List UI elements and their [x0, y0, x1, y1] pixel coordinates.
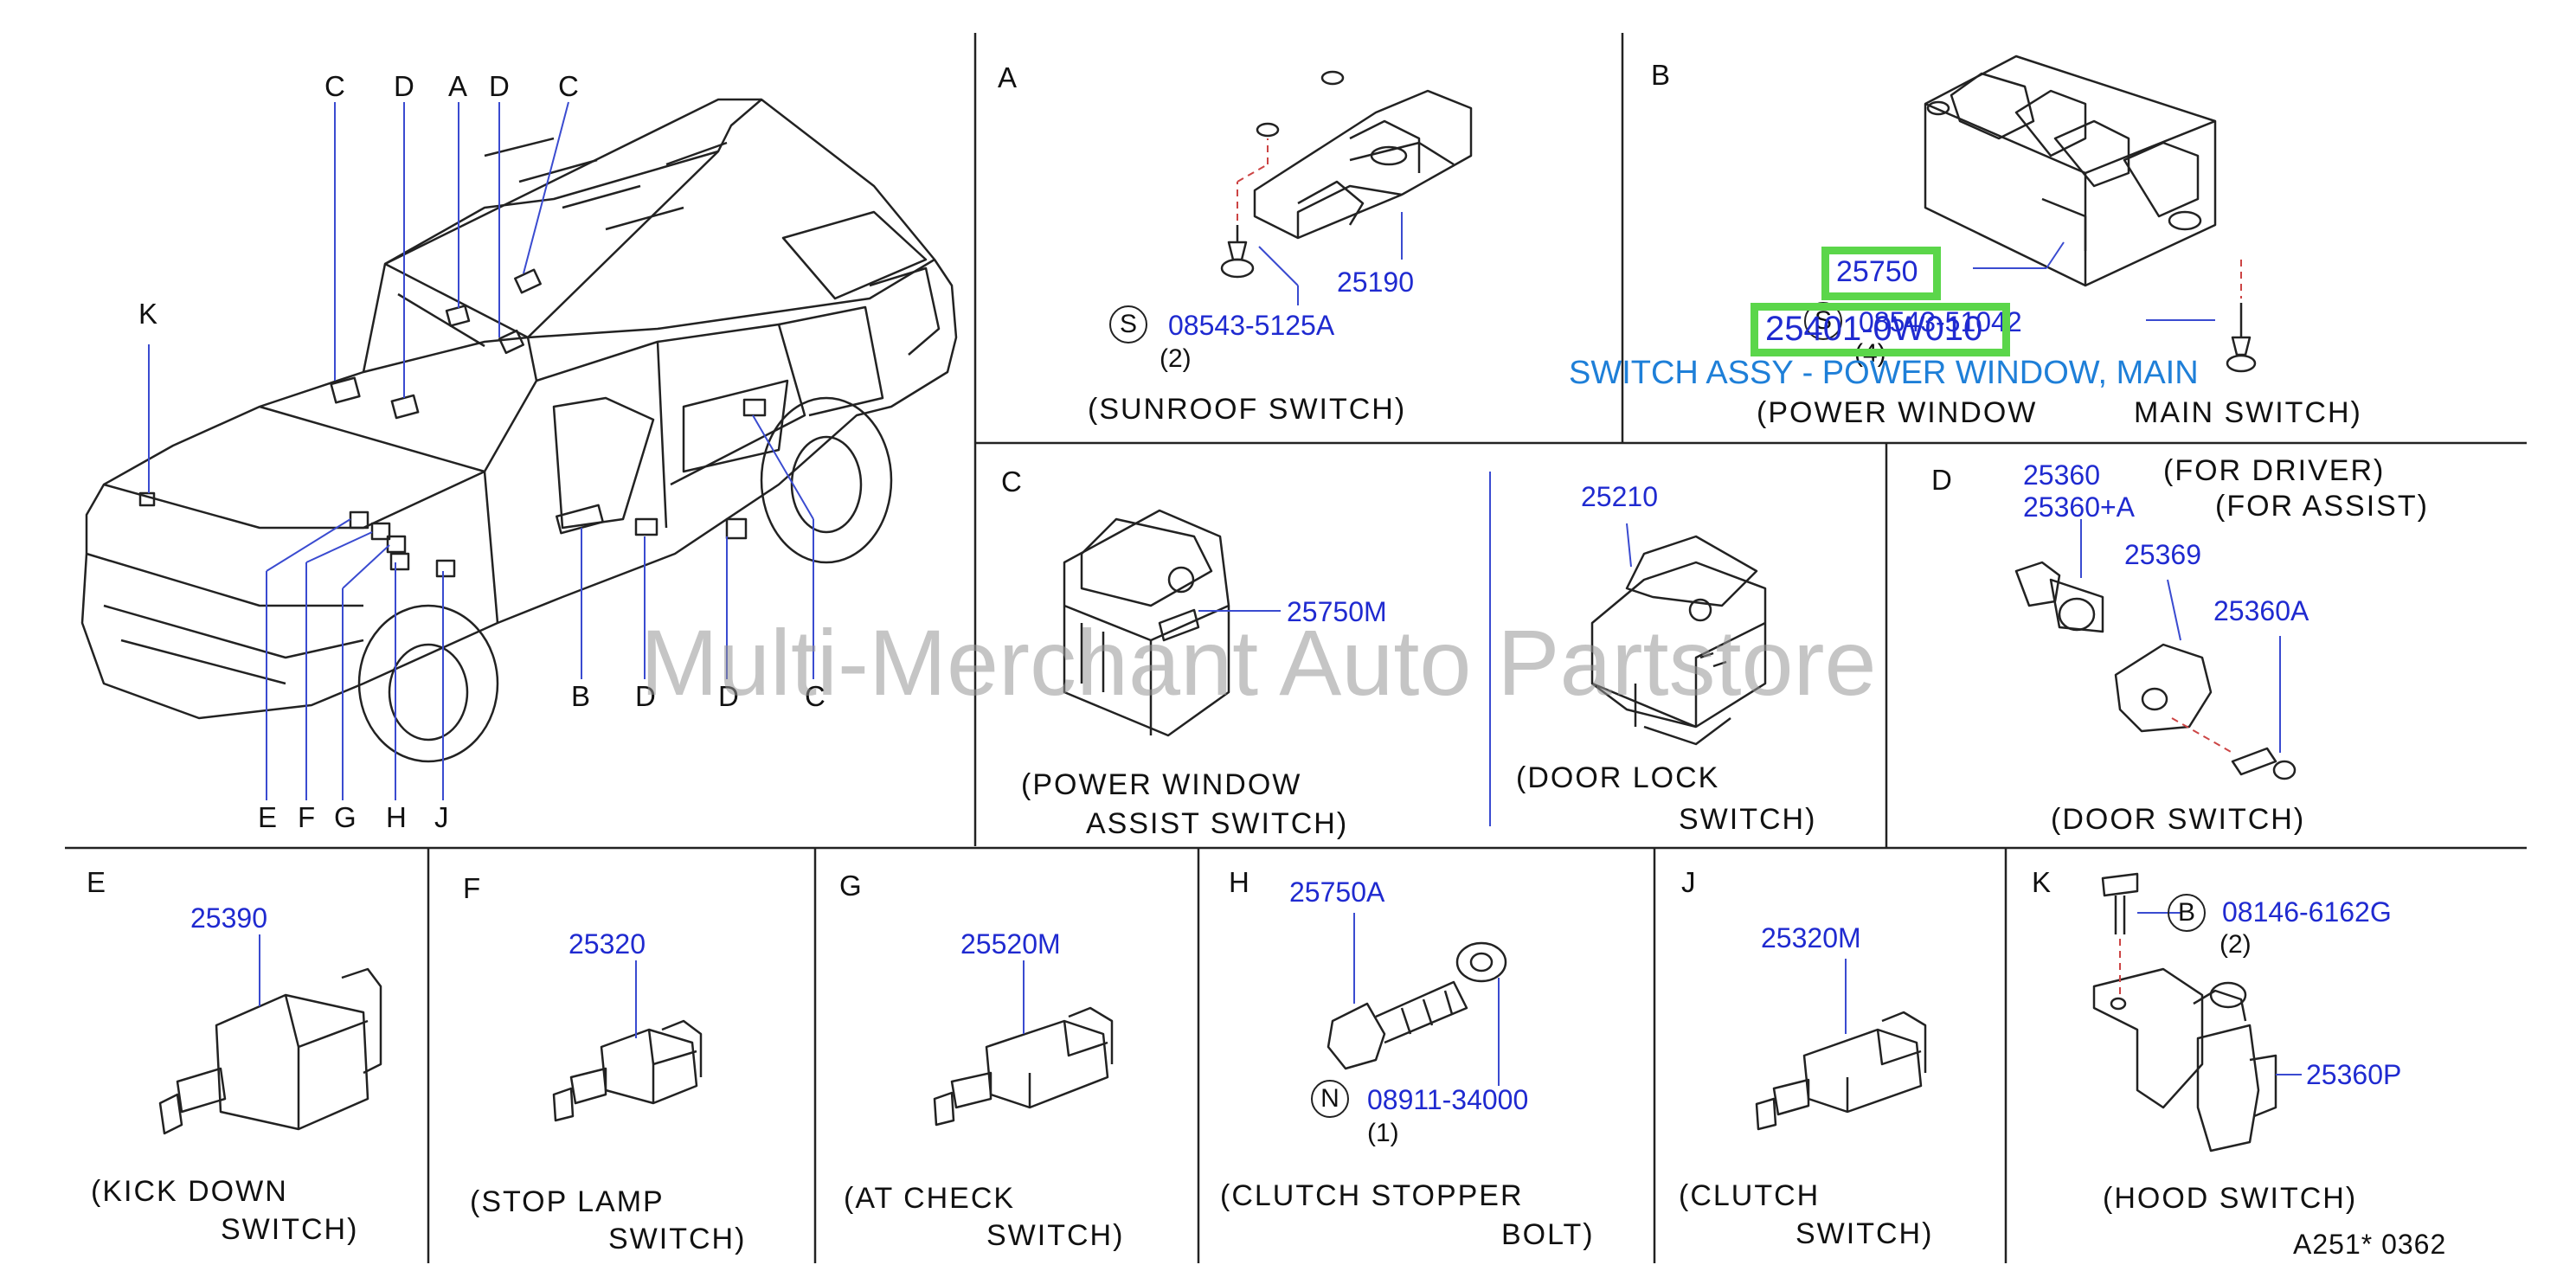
panel-g-part[interactable]: 25520M — [960, 928, 1061, 960]
panel-k-bolt-qty: (2) — [2219, 930, 2252, 959]
panel-d-caption: (DOOR SWITCH) — [2051, 803, 2306, 836]
bolt-symbol-badge: N — [1311, 1080, 1349, 1118]
panel-d-driver-note: (FOR DRIVER) — [2163, 454, 2386, 487]
vehicle-leader-lines — [148, 101, 814, 800]
panel-a-screw-qty: (2) — [1160, 344, 1192, 373]
panel-d-part-switch[interactable]: 25360A — [2213, 595, 2309, 626]
panel-j-letter: J — [1681, 866, 1696, 898]
panel-e-caption-2: SWITCH) — [221, 1213, 359, 1246]
panel-c-caption-right-2: SWITCH) — [1679, 803, 1817, 836]
vehicle-callout-c1: C — [324, 70, 345, 102]
panel-c-caption-left-1: (POWER WINDOW — [1021, 768, 1302, 801]
diagram-code: A251* 0362 — [2293, 1229, 2447, 1260]
panel-e-part[interactable]: 25390 — [190, 902, 267, 934]
panel-d-leaders — [2080, 519, 2281, 753]
panel-b-letter: B — [1651, 59, 1671, 91]
highlight-box-part — [1821, 247, 1941, 300]
panel-d-part-driver[interactable]: 25360 — [2023, 459, 2100, 491]
door-switch-illustration — [2014, 561, 2297, 780]
panel-h-caption-1: (CLUTCH STOPPER — [1220, 1179, 1524, 1212]
panel-k-letter: K — [2032, 866, 2052, 898]
panel-f-letter: F — [463, 872, 481, 904]
at-check-switch-illustration — [933, 1006, 1114, 1127]
panel-j-part[interactable]: 25320M — [1761, 922, 1861, 953]
panel-c-caption-right-1: (DOOR LOCK — [1516, 761, 1720, 794]
sunroof-screw-path — [1237, 138, 1269, 221]
vehicle-callout-d4: D — [718, 680, 739, 712]
panel-f-caption-1: (STOP LAMP — [470, 1185, 665, 1218]
door-switch-screw-path — [2171, 717, 2233, 754]
bolt-symbol-badge-k: B — [2168, 894, 2206, 932]
panel-d-part-assist[interactable]: 25360+A — [2023, 491, 2136, 523]
vehicle-illustration — [80, 98, 958, 763]
panel-a-screw-number[interactable]: 08543-5125A — [1168, 310, 1335, 341]
vehicle-callout-e: E — [258, 801, 278, 833]
highlighted-oem-number[interactable]: 25401-0W010 — [1765, 310, 1983, 348]
panel-j-caption-1: (CLUTCH — [1679, 1179, 1821, 1212]
clutch-switch-illustration — [1755, 1011, 1927, 1131]
panel-b-leaders — [1973, 241, 2215, 321]
panel-c-letter: C — [1001, 465, 1022, 498]
vehicle-callout-d3: D — [635, 680, 656, 712]
panel-k-part[interactable]: 25360P — [2306, 1059, 2402, 1090]
clutch-stopper-bolt-illustration — [1327, 941, 1507, 1070]
panel-k-bolt-number[interactable]: 08146-6162G — [2222, 896, 2392, 928]
panel-c-caption-left-2: ASSIST SWITCH) — [1086, 807, 1349, 840]
vehicle-callout-h: H — [386, 801, 407, 833]
vehicle-callout-d1: D — [394, 70, 414, 102]
panel-a-leaders — [1258, 212, 1403, 305]
door-lock-switch-illustration — [1590, 535, 1767, 746]
part-description-banner: SWITCH ASSY - POWER WINDOW, MAIN — [1569, 355, 2199, 391]
main-switch-illustration — [1924, 55, 2257, 373]
panel-b-caption-line2: MAIN SWITCH) — [2134, 396, 2362, 429]
vehicle-callout-j: J — [434, 801, 449, 833]
panel-d-assist-note: (FOR ASSIST) — [2215, 490, 2429, 523]
vehicle-callout-f: F — [298, 801, 316, 833]
stop-lamp-switch-illustration — [552, 1019, 703, 1122]
highlighted-part-number[interactable]: 25750 — [1836, 255, 1918, 288]
vehicle-callout-d2: D — [489, 70, 510, 102]
panel-k-caption: (HOOD SWITCH) — [2103, 1182, 2358, 1215]
panel-h-part[interactable]: 25750A — [1289, 876, 1385, 908]
hood-switch-illustration — [2092, 872, 2277, 1152]
panel-h-letter: H — [1229, 866, 1249, 898]
assist-switch-illustration — [1063, 509, 1230, 737]
vehicle-callout-a: A — [448, 70, 468, 102]
panel-f-caption-2: SWITCH) — [608, 1223, 747, 1255]
kick-down-switch-illustration — [158, 967, 382, 1135]
sunroof-switch-illustration — [1220, 70, 1473, 279]
panel-c-part-right[interactable]: 25210 — [1581, 481, 1658, 512]
panel-h-leaders — [1353, 913, 1500, 1086]
panel-a-caption: (SUNROOF SWITCH) — [1088, 393, 1407, 426]
panel-a-letter: A — [998, 61, 1018, 93]
panel-b-screw-number[interactable]: 08543-51042 — [1859, 306, 2022, 337]
panel-e-letter: E — [87, 866, 106, 898]
highlight-box-oem-number — [1751, 303, 2010, 356]
panel-g-caption-2: SWITCH) — [986, 1219, 1125, 1252]
panel-c-leaders — [1198, 523, 1632, 612]
vehicle-callout-k: K — [138, 298, 158, 330]
vehicle-callout-b: B — [571, 680, 591, 712]
panel-a-part-number[interactable]: 25190 — [1337, 266, 1414, 298]
vehicle-callout-c2: C — [558, 70, 579, 102]
panel-e-caption-1: (KICK DOWN — [91, 1175, 288, 1208]
panel-d-part-spacer[interactable]: 25369 — [2124, 539, 2201, 570]
store-watermark: Multi-Merchant Auto Partstore — [640, 610, 1877, 715]
panel-j-caption-2: SWITCH) — [1795, 1217, 1934, 1250]
panel-h-bolt-number[interactable]: 08911-34000 — [1367, 1084, 1529, 1115]
panel-g-letter: G — [839, 870, 862, 902]
panel-h-caption-2: BOLT) — [1501, 1218, 1595, 1251]
panel-borders — [65, 33, 2527, 1263]
screw-symbol-badge: S — [1109, 305, 1147, 343]
panel-f-part[interactable]: 25320 — [569, 928, 646, 960]
panel-h-bolt-qty: (1) — [1367, 1119, 1399, 1147]
vehicle-callout-c3: C — [805, 680, 825, 712]
vehicle-callout-g: G — [334, 801, 357, 833]
panel-b-caption-line1: (POWER WINDOW — [1757, 396, 2038, 429]
panel-d-letter: D — [1931, 464, 1952, 496]
panel-g-caption-1: (AT CHECK — [844, 1182, 1016, 1215]
panel-c-part-left[interactable]: 25750M — [1287, 596, 1387, 627]
